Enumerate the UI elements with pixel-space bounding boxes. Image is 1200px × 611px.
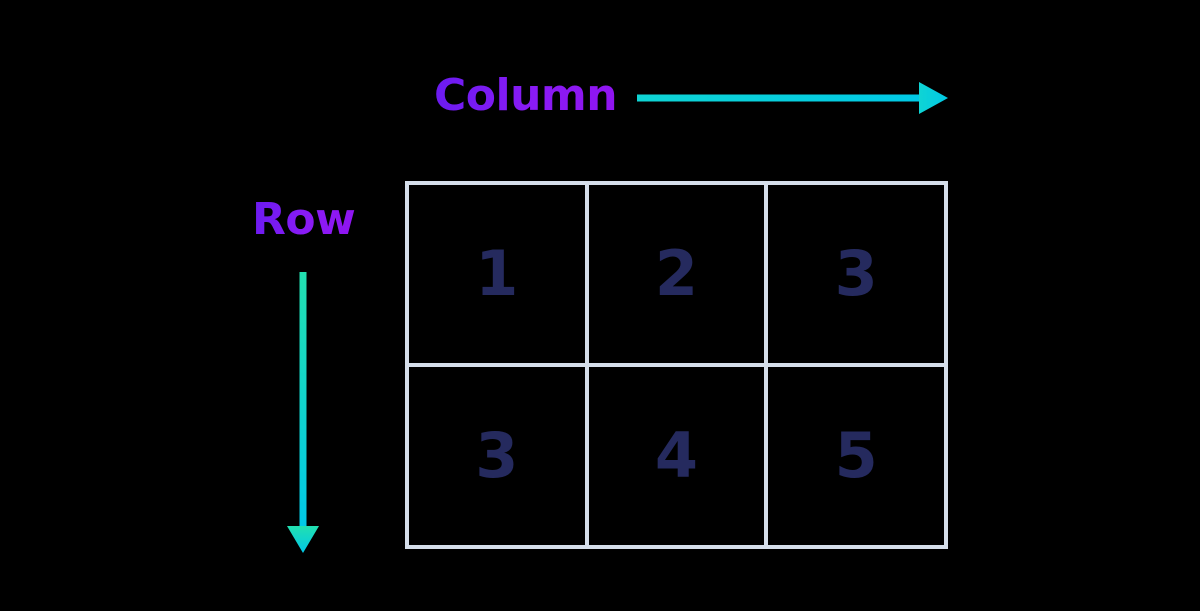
cell-grid: 1 2 3 3 4 5	[405, 181, 948, 549]
grid-cell-r1c3[interactable]: 3	[768, 185, 944, 363]
grid-cell-r2c2[interactable]: 4	[588, 367, 765, 545]
cell-value: 2	[654, 237, 699, 310]
row-direction-arrow	[281, 270, 325, 556]
column-direction-arrow	[637, 76, 951, 120]
cell-value: 4	[654, 419, 699, 492]
grid-cell-r2c1[interactable]: 3	[409, 367, 585, 545]
cell-value: 1	[475, 237, 519, 310]
cell-value: 3	[475, 419, 519, 492]
cell-value: 3	[834, 237, 878, 310]
column-axis-label: Column	[434, 70, 618, 121]
cell-value: 5	[834, 419, 878, 492]
grid-cell-r2c3[interactable]: 5	[768, 367, 944, 545]
grid-cell-r1c2[interactable]: 2	[588, 185, 765, 363]
grid-cell-r1c1[interactable]: 1	[409, 185, 585, 363]
row-axis-label: Row	[252, 194, 356, 245]
